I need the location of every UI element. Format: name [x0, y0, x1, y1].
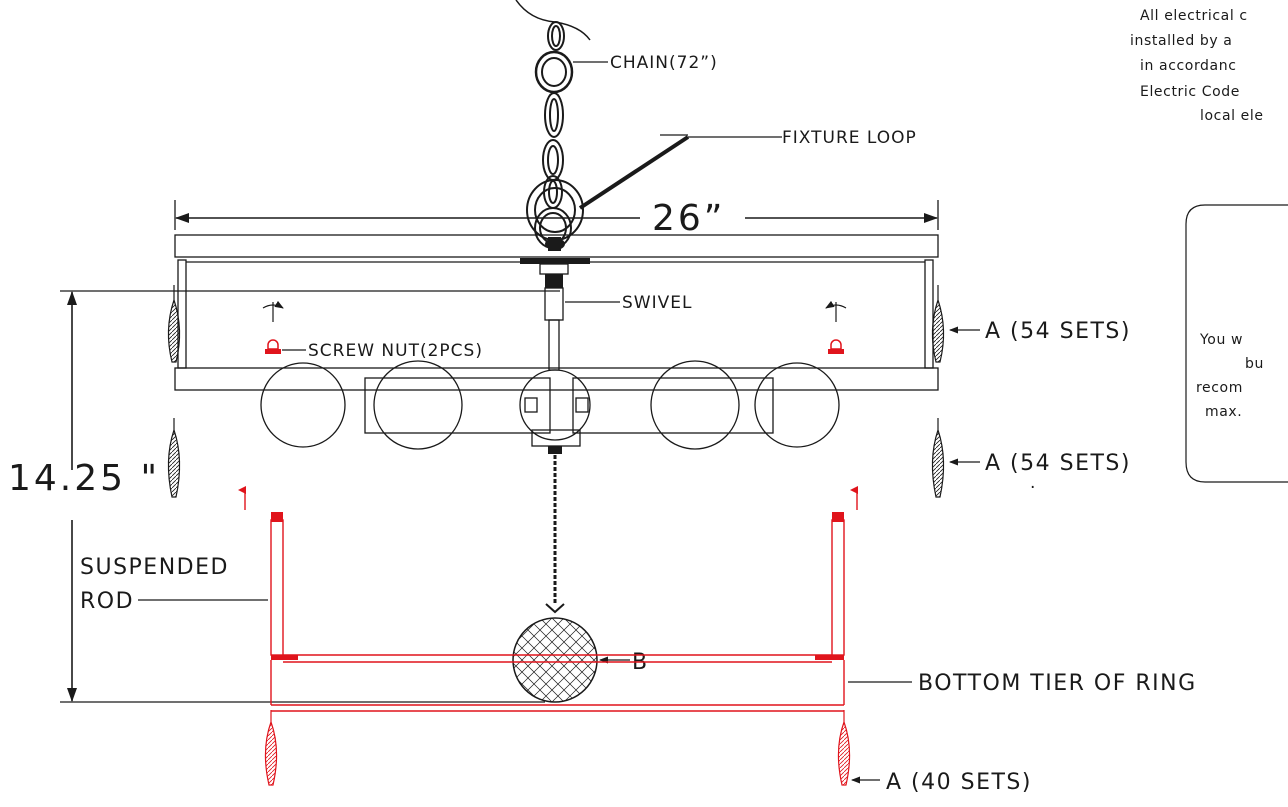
height-dimension: [60, 290, 560, 703]
stray-dot: .: [1030, 473, 1036, 493]
suspended-label: SUSPENDED: [80, 555, 229, 580]
swivel-assembly: [520, 258, 590, 371]
svg-text:recom: recom: [1196, 380, 1243, 396]
chain: [526, 21, 584, 251]
bottom-tier-label: BOTTOM TIER OF RING: [918, 671, 1197, 696]
light-arms: [364, 369, 774, 454]
svg-text:All electrical c: All electrical c: [1140, 8, 1248, 24]
chain-label: CHAIN(72”): [610, 53, 718, 73]
bulbs: [260, 360, 840, 450]
width-dimension: [174, 200, 939, 230]
swivel-label: SWIVEL: [622, 293, 692, 313]
crystal-drops-upper: [167, 285, 945, 498]
svg-text:You w: You w: [1199, 332, 1243, 348]
bottom-tier: [238, 486, 858, 712]
svg-text:installed by a: installed by a: [1130, 33, 1232, 49]
rod-label: ROD: [80, 589, 134, 614]
a-label-top: A (54 SETS): [985, 319, 1131, 344]
a-label-bottom: A (40 SETS): [886, 770, 1032, 795]
height-dimension-label: 14.25 ": [8, 458, 160, 499]
screw-nut-right: [825, 300, 847, 354]
svg-text:Electric Code: Electric Code: [1140, 84, 1240, 100]
screw-nut-left: [262, 300, 284, 354]
width-dimension-label: 26”: [652, 198, 725, 239]
screw-nut-label: SCREW NUT(2PCS): [308, 341, 483, 361]
fixture-loop-label: FIXTURE LOOP: [782, 128, 917, 148]
electrical-note: All electrical c installed by a in accor…: [1130, 8, 1264, 124]
crystal-drops-bottom: [264, 710, 851, 786]
fixture-loop-leader: [578, 135, 690, 210]
bulb-note-box: You w bu recom max.: [1185, 204, 1288, 483]
svg-text:local ele: local ele: [1200, 108, 1264, 124]
svg-text:max.: max.: [1205, 404, 1242, 420]
a-label-mid: A (54 SETS): [985, 451, 1131, 476]
svg-text:bu: bu: [1245, 356, 1264, 372]
svg-text:in accordanc: in accordanc: [1140, 58, 1237, 74]
center-drop: [512, 455, 598, 703]
